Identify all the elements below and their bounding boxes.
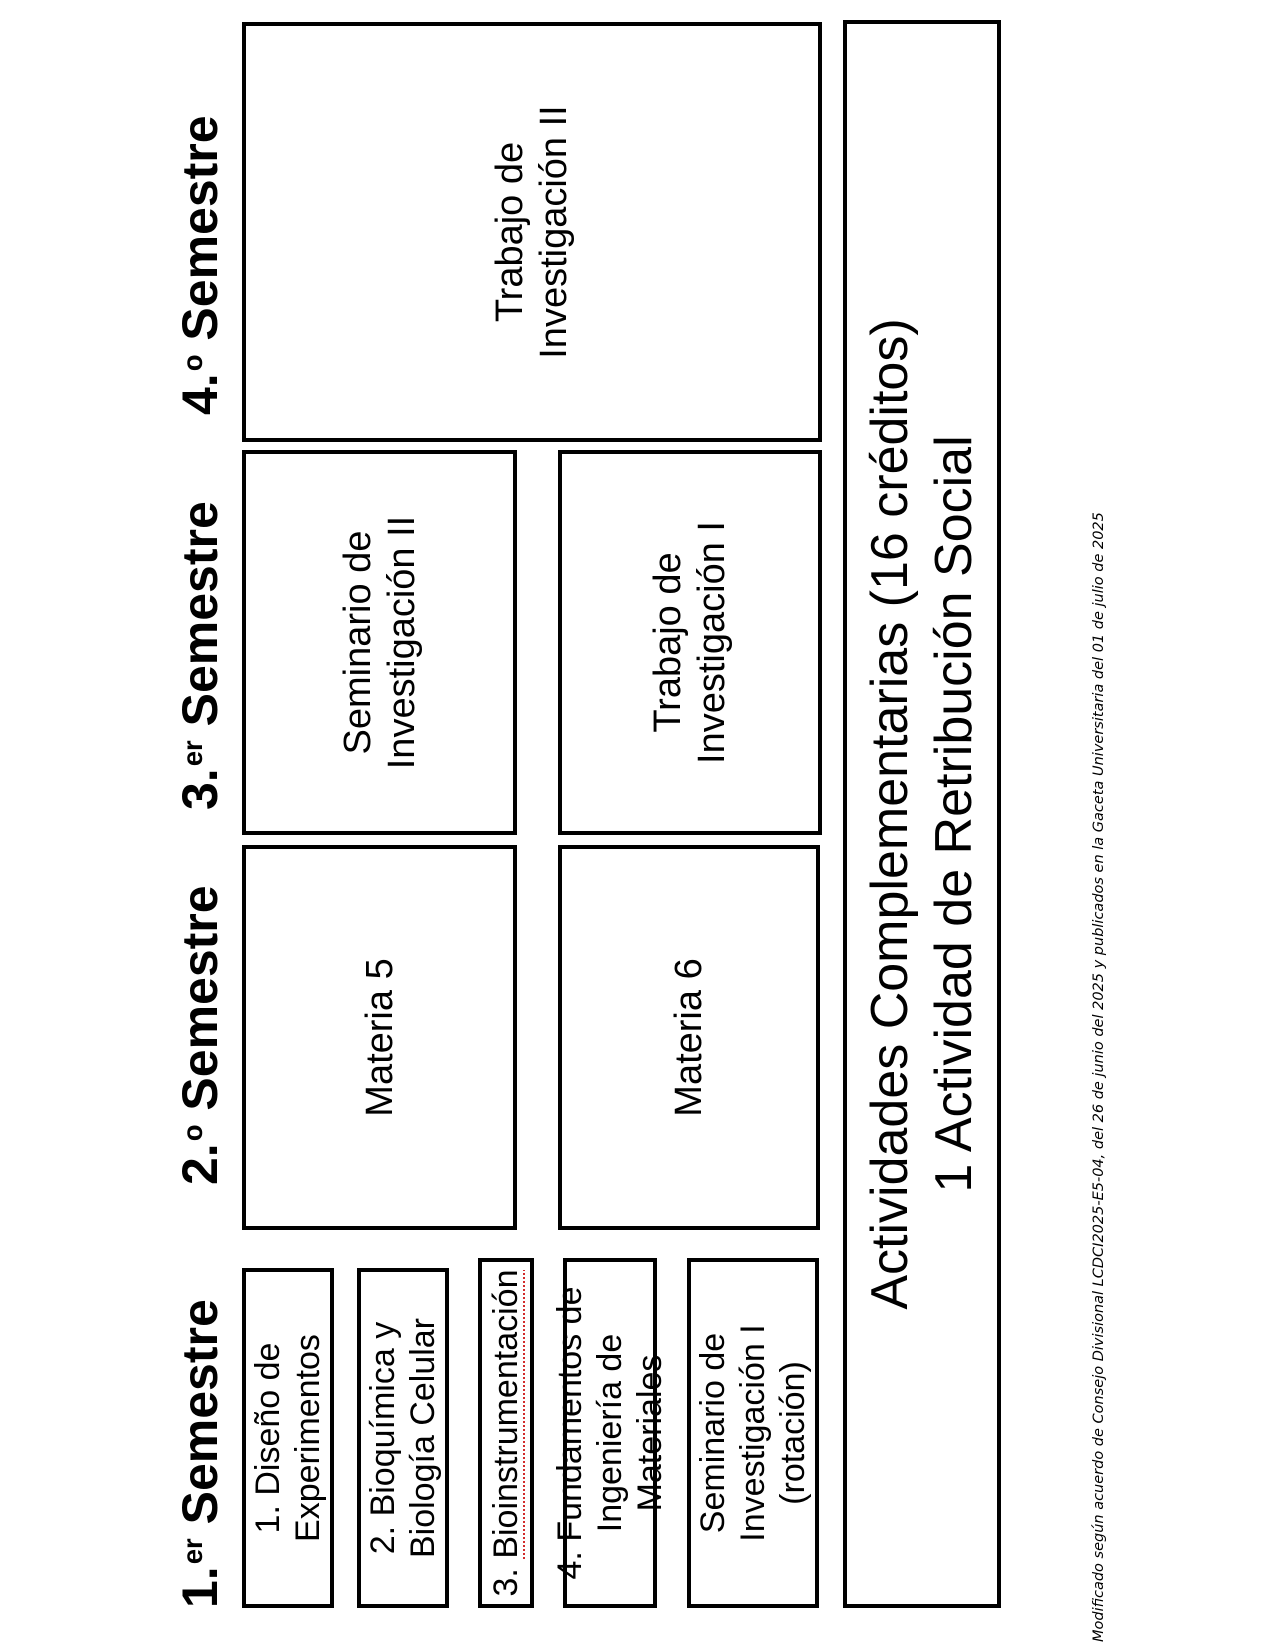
- semester-label: Semestre: [172, 501, 229, 727]
- semester-header-4: 4.o Semestre: [158, 115, 235, 415]
- course-box-materia-6: Materia 6: [558, 845, 820, 1230]
- semester-number: 3.: [172, 768, 229, 810]
- footnote: Modificado según acuerdo de Consejo Divi…: [1091, 512, 1107, 1642]
- course-label: 1. Diseño de Experimentos: [249, 1334, 327, 1542]
- semester-suffix: o: [177, 354, 208, 372]
- semester-header-3: 3.er Semestre: [158, 501, 235, 810]
- semester-suffix: er: [177, 1538, 208, 1565]
- course-box-trabajo-1: Trabajo de Investigación I: [558, 450, 822, 835]
- semester-number: 2.: [172, 1143, 229, 1185]
- course-label: Trabajo de Investigación I: [647, 521, 733, 764]
- course-label: 4. Fundamentos de Ingeniería de Material…: [551, 1286, 669, 1580]
- semester-suffix: o: [177, 1124, 208, 1142]
- complementary-text: Actividades Complementarias (16 créditos…: [858, 318, 986, 1309]
- semester-label: Semestre: [172, 885, 229, 1111]
- course-label: Seminario de Investigación II: [336, 515, 423, 770]
- course-label: Seminario de Investigación I (rotación): [694, 1324, 812, 1542]
- social-service-activity: 1 Actividad de Retribución Social: [925, 435, 983, 1193]
- course-box-5: Seminario de Investigación I (rotación): [687, 1258, 819, 1608]
- course-box-seminario-2: Seminario de Investigación II: [242, 450, 517, 835]
- semester-number: 1.: [172, 1566, 229, 1608]
- course-box-trabajo-2: Trabajo de Investigación II: [242, 22, 822, 442]
- complementary-activities-box: Actividades Complementarias (16 créditos…: [843, 20, 1001, 1608]
- course-box-4: 4. Fundamentos de Ingeniería de Material…: [551, 1258, 669, 1608]
- semester-header-1: 1.er Semestre: [158, 1299, 235, 1608]
- course-box-3: 3. Bioinstrumentación: [478, 1258, 534, 1608]
- course-label: Trabajo de Investigación II: [489, 105, 575, 359]
- course-number: 3.: [487, 1558, 525, 1597]
- semester-number: 4.: [172, 373, 229, 415]
- course-name: Bioinstrumentación: [487, 1269, 525, 1559]
- semester-suffix: er: [177, 740, 208, 767]
- course-label: 3. Bioinstrumentación: [486, 1270, 526, 1597]
- course-label: 2. Bioquímica y Biología Celular: [364, 1317, 442, 1559]
- course-box-2: 2. Bioquímica y Biología Celular: [357, 1268, 449, 1608]
- course-label: Materia 6: [668, 958, 710, 1117]
- course-label: Materia 5: [358, 958, 401, 1117]
- course-box-1: 1. Diseño de Experimentos: [242, 1268, 334, 1608]
- course-box-materia-5: Materia 5: [242, 845, 517, 1230]
- semester-label: Semestre: [172, 1299, 229, 1525]
- semester-label: Semestre: [172, 115, 229, 341]
- complementary-title: Actividades Complementarias (16 créditos…: [861, 318, 919, 1310]
- semester-header-2: 2.o Semestre: [158, 885, 235, 1185]
